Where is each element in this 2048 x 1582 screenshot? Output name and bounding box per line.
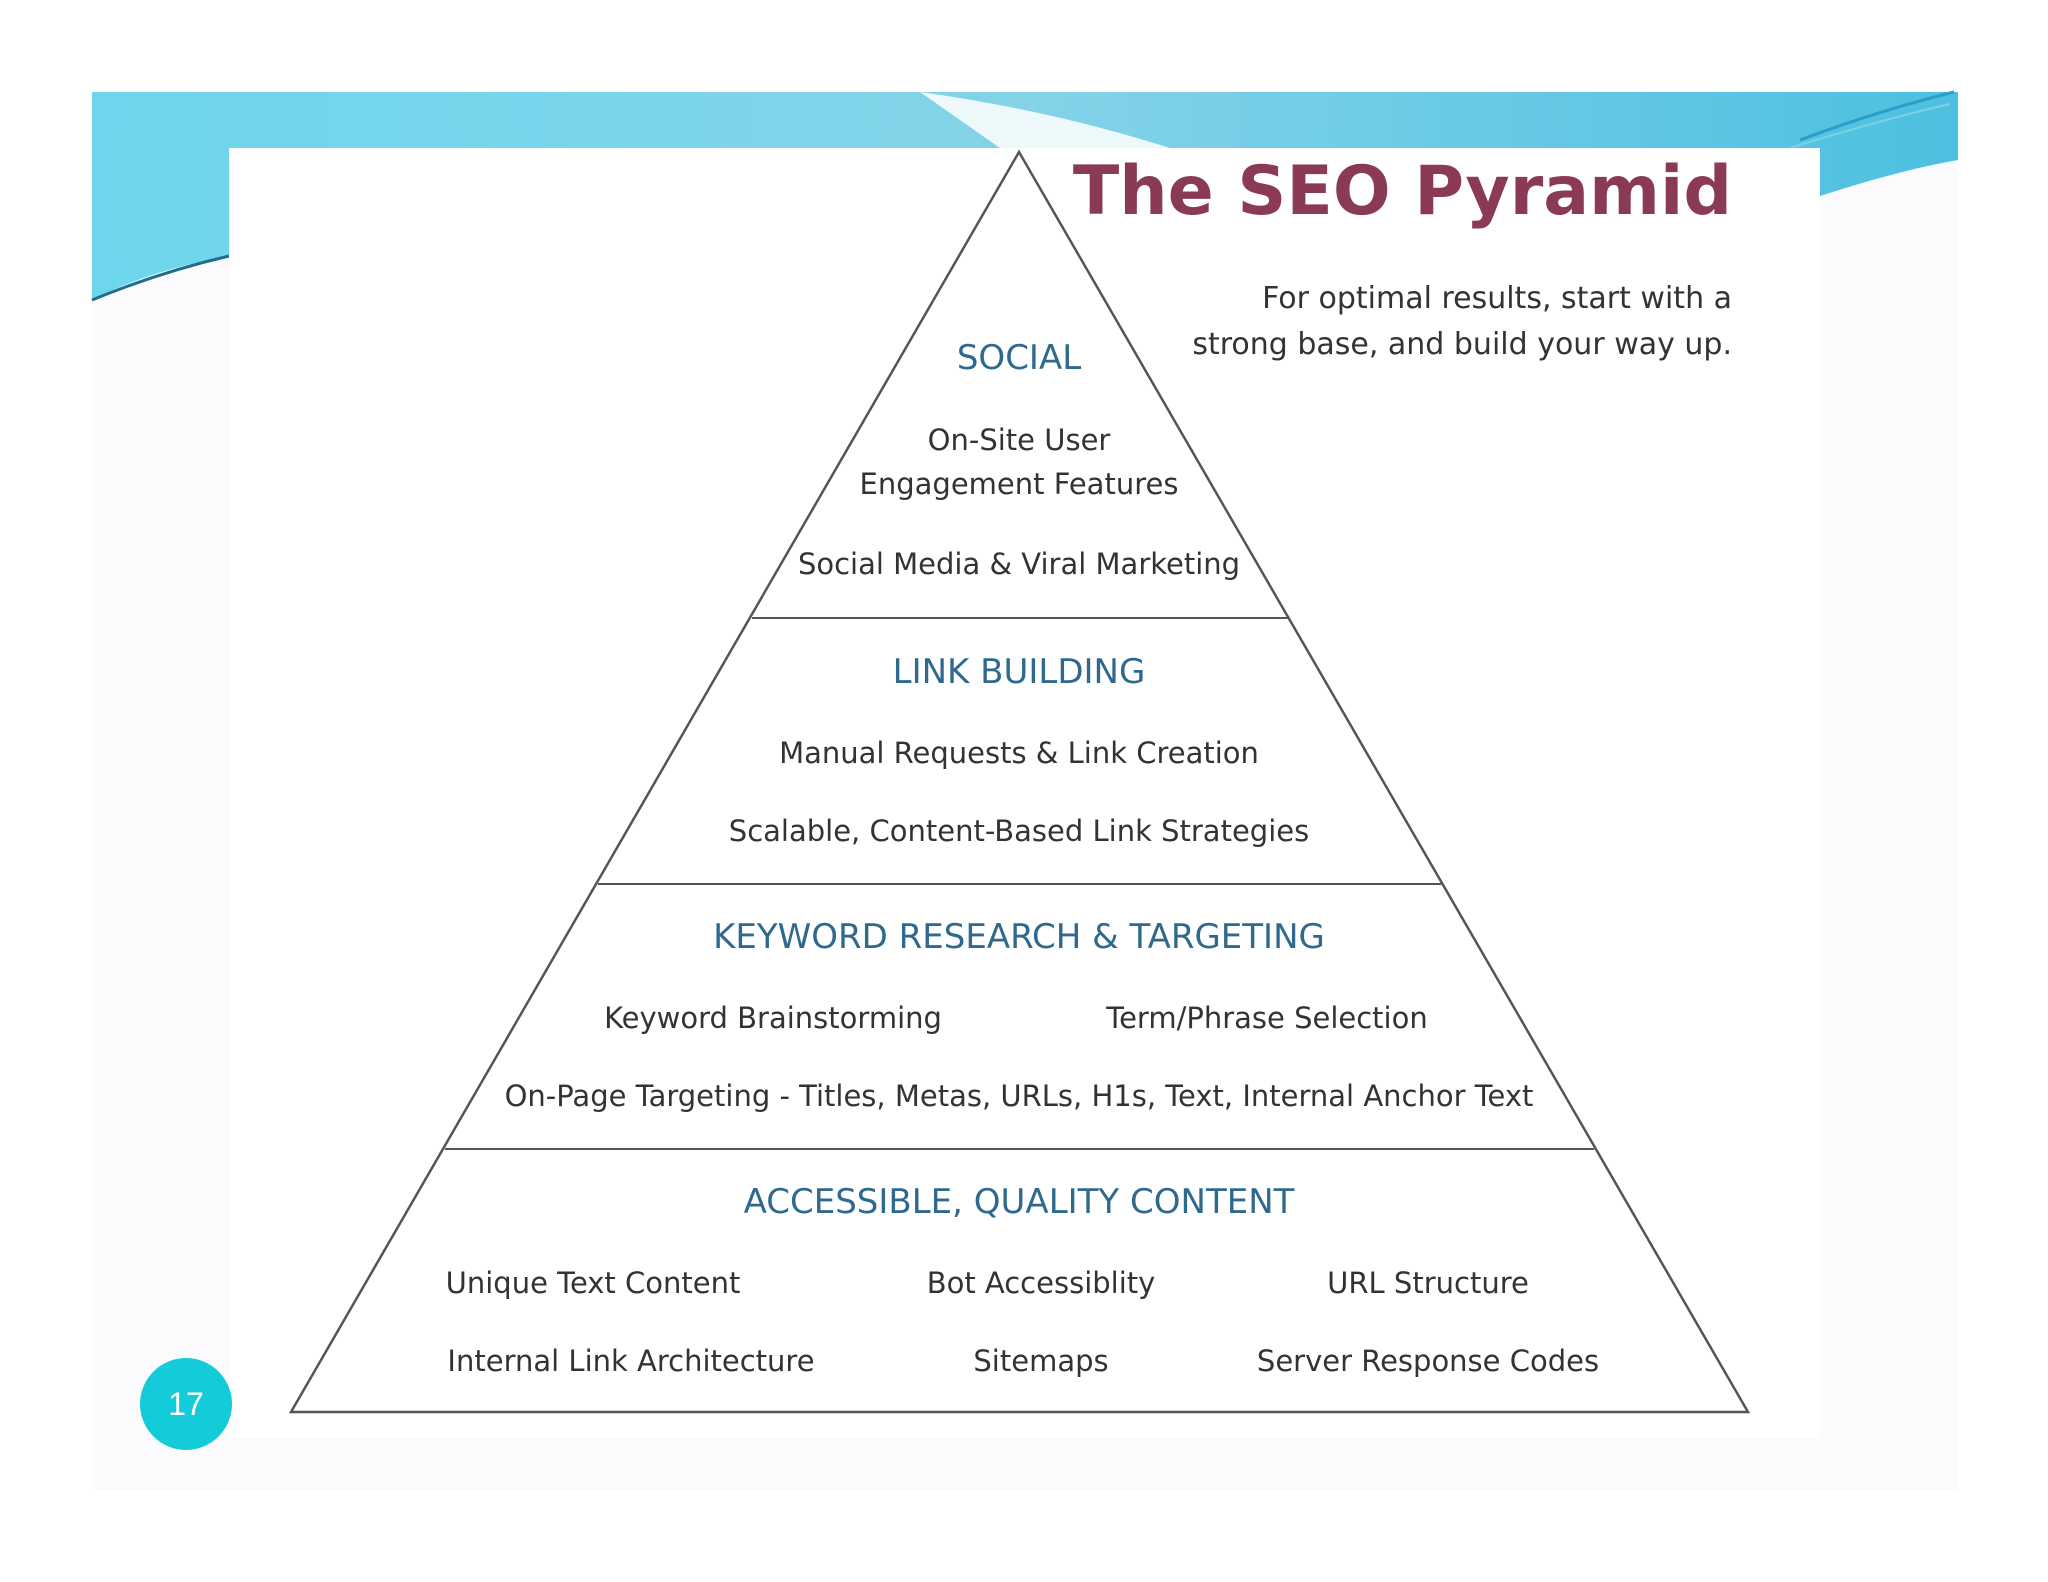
- tier-item: Keyword Brainstorming: [604, 1001, 942, 1035]
- band-highlight: [920, 92, 1170, 148]
- tier-title-social: SOCIAL: [956, 338, 1082, 378]
- tier-item: Engagement Features: [859, 467, 1179, 501]
- tier-item: On-Page Targeting - Titles, Metas, URLs,…: [504, 1079, 1534, 1113]
- slide-subtitle: For optimal results, start with a strong…: [1112, 276, 1732, 368]
- tier-title-link-building: LINK BUILDING: [892, 652, 1146, 692]
- tier-item: URL Structure: [1327, 1266, 1529, 1300]
- tier-item: Social Media & Viral Marketing: [797, 547, 1241, 581]
- tier-item: Bot Accessiblity: [926, 1266, 1156, 1300]
- subtitle-line: For optimal results, start with a: [1262, 281, 1732, 316]
- tier-item: Term/Phrase Selection: [1106, 1001, 1428, 1035]
- slide-number-badge: 17: [140, 1358, 232, 1450]
- tier-item: Unique Text Content: [445, 1266, 741, 1300]
- slide-title: The SEO Pyramid: [1072, 152, 1732, 231]
- tier-item: Sitemaps: [973, 1344, 1109, 1378]
- tier-item: On-Site User: [927, 423, 1111, 457]
- tier-item: Server Response Codes: [1256, 1344, 1600, 1378]
- content-panel: [229, 148, 1820, 1438]
- pyramid-outline: [288, 149, 1751, 1414]
- tier-item: Internal Link Architecture: [447, 1344, 815, 1378]
- band-swoosh-right: [1799, 90, 1955, 142]
- band-swoosh-right-2: [1789, 103, 1951, 149]
- tier-item: Manual Requests & Link Creation: [779, 736, 1259, 770]
- tier-item: Scalable, Content-Based Link Strategies: [728, 814, 1310, 848]
- subtitle-line: strong base, and build your way up.: [1192, 327, 1732, 362]
- tier-title-keyword-research: KEYWORD RESEARCH & TARGETING: [713, 917, 1325, 957]
- tier-title-accessible-content: ACCESSIBLE, QUALITY CONTENT: [743, 1182, 1295, 1222]
- top-decorative-band: [92, 92, 1958, 300]
- band-swoosh-left: [91, 254, 230, 302]
